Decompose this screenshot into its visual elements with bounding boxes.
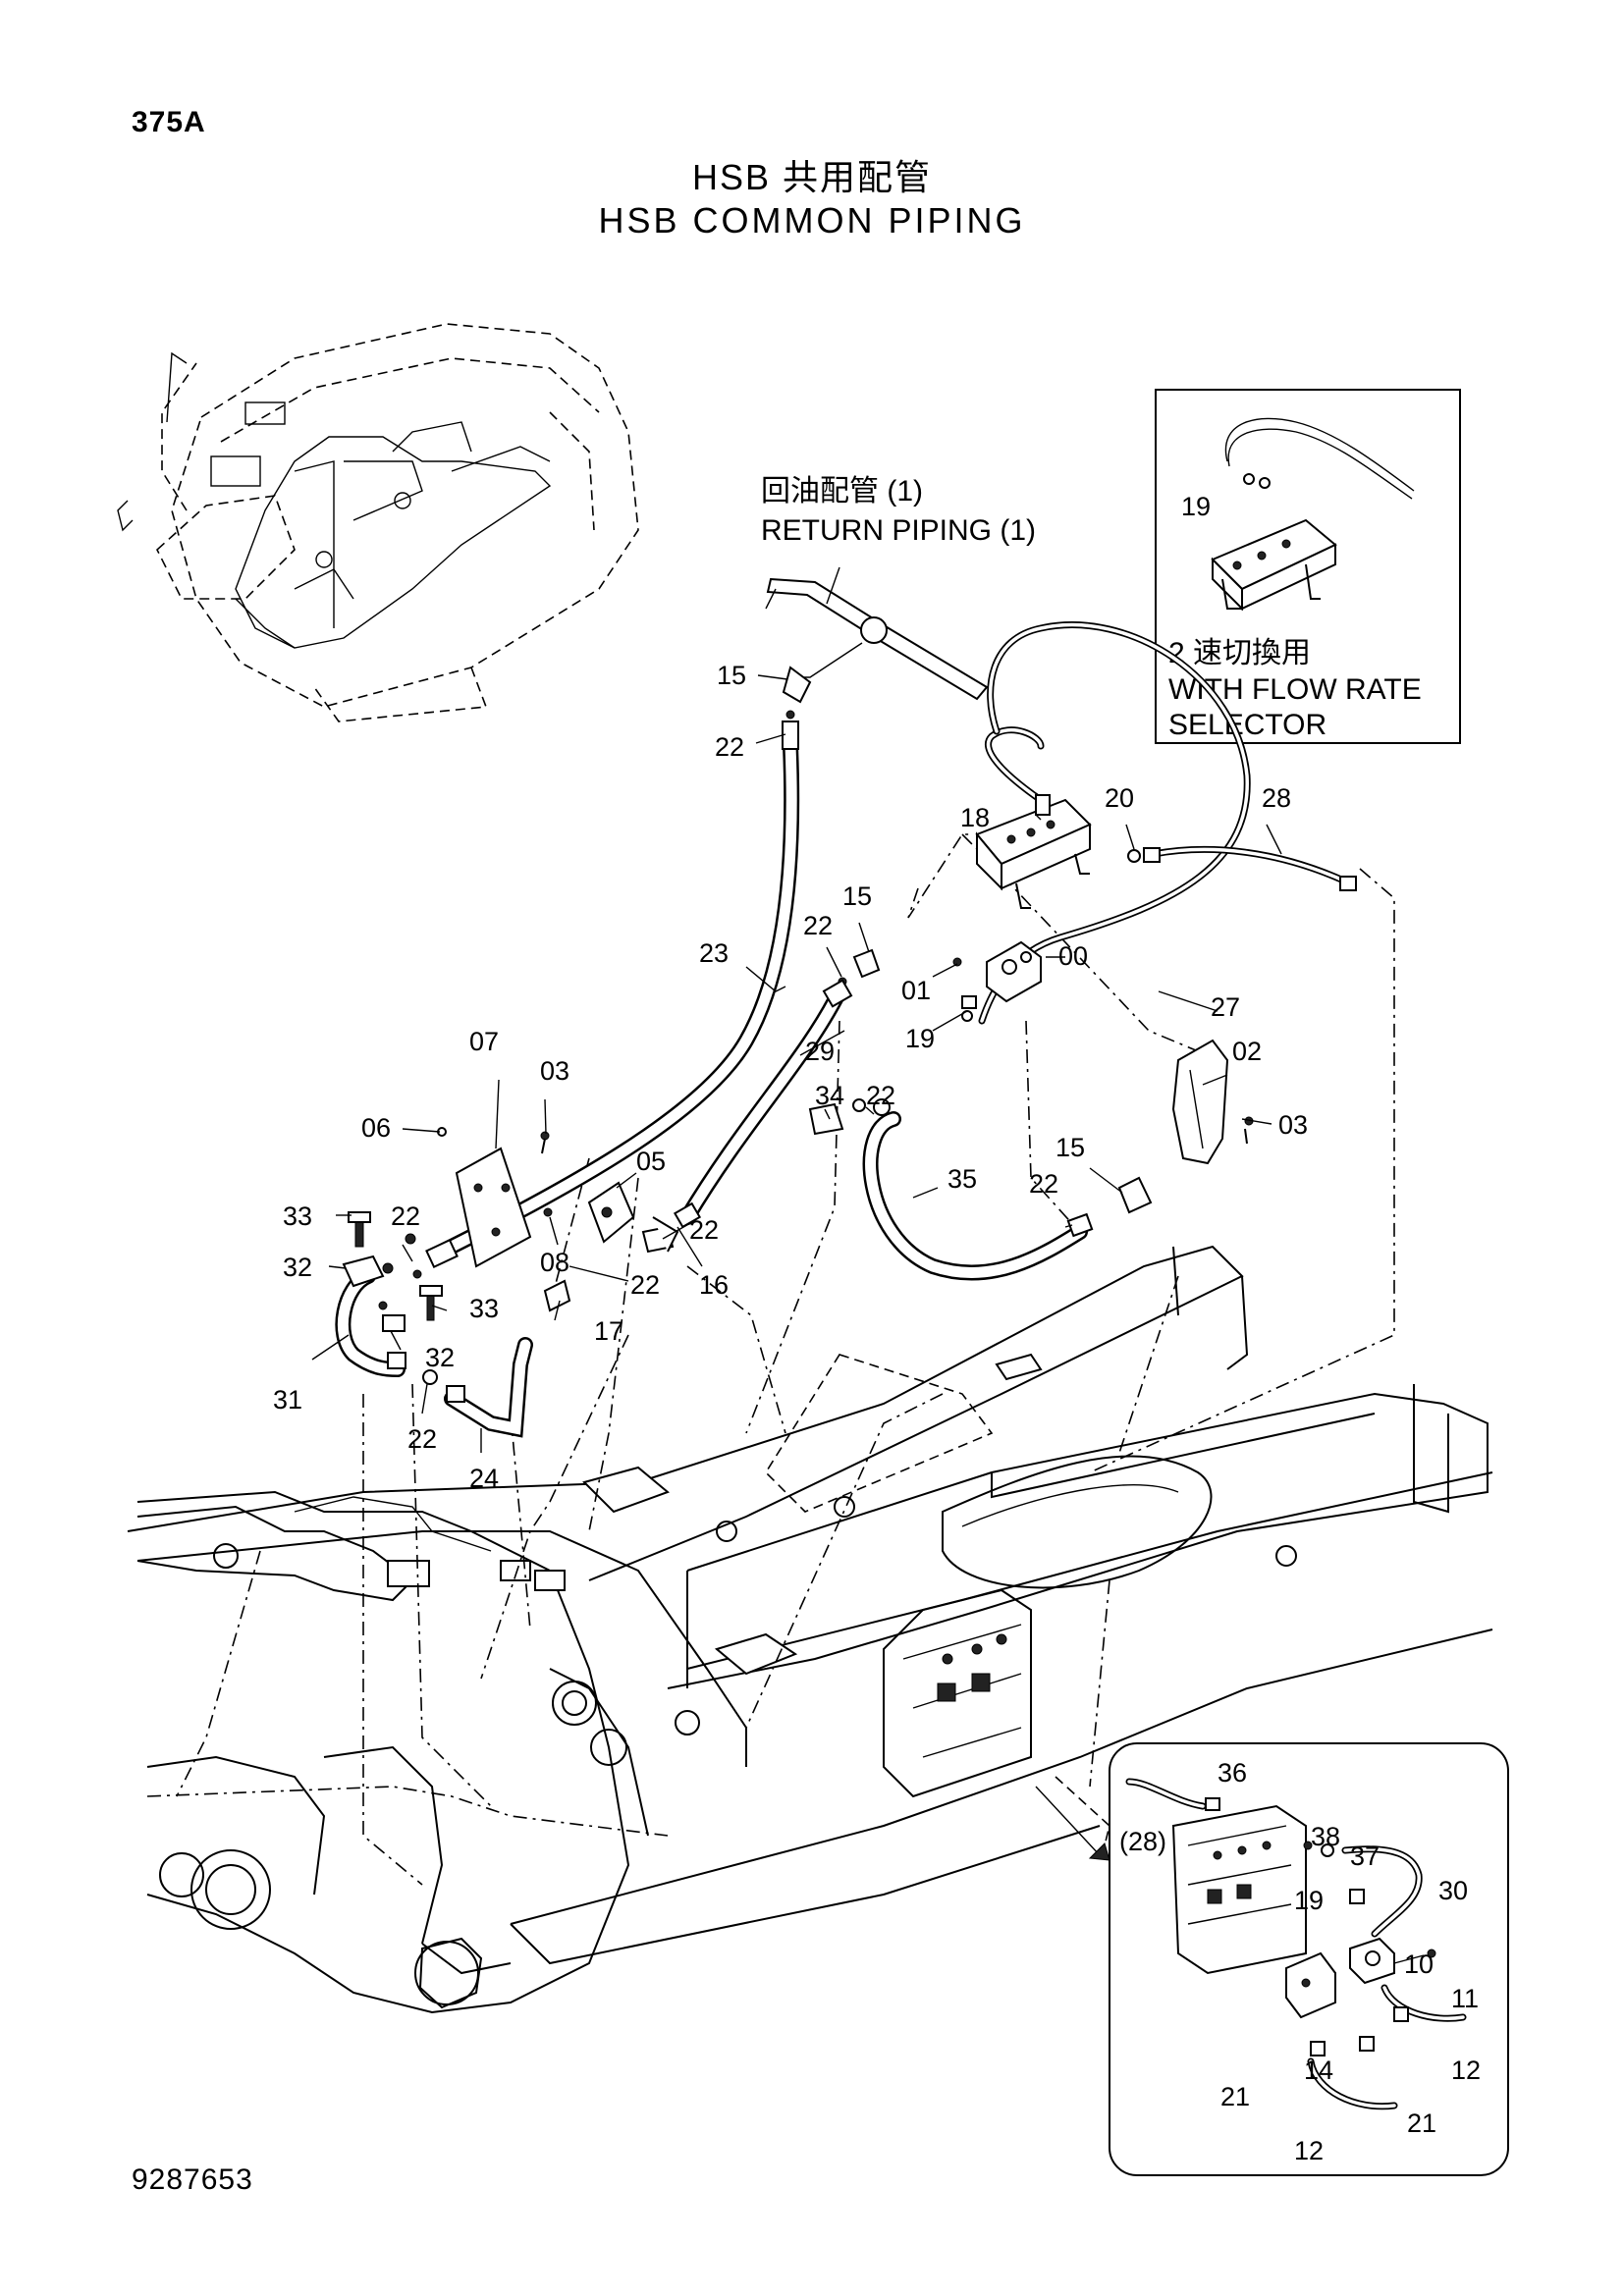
flow-rate-label-jp: 2 速切換用 bbox=[1168, 637, 1311, 669]
callout-05: 05 bbox=[636, 1147, 666, 1176]
callout-33-upper: 33 bbox=[283, 1201, 312, 1231]
callout-24: 24 bbox=[469, 1464, 499, 1493]
detail-callout-21-right: 21 bbox=[1407, 2109, 1436, 2138]
callout-03-right: 03 bbox=[1278, 1110, 1308, 1140]
detail-callout-11: 11 bbox=[1451, 1984, 1479, 2013]
callout-03-left: 03 bbox=[540, 1056, 569, 1086]
callout-20: 20 bbox=[1105, 783, 1134, 813]
pipe-24 bbox=[444, 1337, 533, 1438]
callout-18: 18 bbox=[960, 803, 990, 832]
detail-callout-21-left: 21 bbox=[1220, 2082, 1250, 2111]
callout-32-lower: 32 bbox=[425, 1343, 455, 1372]
callout-07: 07 bbox=[469, 1027, 499, 1056]
callout-34: 34 bbox=[815, 1081, 844, 1110]
pipe-31 bbox=[335, 1268, 406, 1377]
callout-32-upper: 32 bbox=[283, 1253, 312, 1282]
callout-33-lower: 33 bbox=[469, 1294, 499, 1323]
detail-callout-12-right: 12 bbox=[1451, 2056, 1481, 2085]
hose-23 bbox=[434, 738, 800, 1259]
callout-22-bottom: 22 bbox=[407, 1424, 437, 1454]
callout-08: 08 bbox=[540, 1248, 569, 1277]
callout-22-top: 22 bbox=[715, 732, 744, 762]
detail-callout-10: 10 bbox=[1404, 1949, 1434, 1979]
callout-22-17: 22 bbox=[630, 1270, 660, 1300]
callout-22-16: 22 bbox=[689, 1215, 719, 1245]
page-id: 375A bbox=[132, 106, 206, 138]
detail-callout-12-bottom: 12 bbox=[1294, 2136, 1324, 2165]
detail-callout-19: 19 bbox=[1294, 1886, 1324, 1915]
callout-15-lower: 15 bbox=[1056, 1133, 1085, 1162]
callout-28: 28 bbox=[1262, 783, 1291, 813]
callout-27: 27 bbox=[1211, 992, 1240, 1022]
swing-frame-drawing bbox=[127, 1245, 1493, 2014]
detail-callout-28-ref: (28) bbox=[1119, 1827, 1166, 1856]
callout-01: 01 bbox=[901, 976, 931, 1005]
callout-leaders bbox=[311, 674, 1282, 1453]
return-piping-label-en: RETURN PIPING (1) bbox=[761, 514, 1036, 547]
hose-27-28 bbox=[978, 621, 1354, 1025]
callout-22-mid: 22 bbox=[803, 911, 833, 940]
leader-lines bbox=[146, 833, 1395, 1886]
callout-17: 17 bbox=[594, 1316, 623, 1346]
callout-22-34: 22 bbox=[866, 1081, 895, 1110]
detail-callout-36: 36 bbox=[1218, 1758, 1247, 1788]
hose-35 bbox=[862, 1111, 1088, 1281]
detail-inset bbox=[1035, 1742, 1509, 2176]
return-piping-stub bbox=[765, 566, 989, 704]
component-fittings bbox=[342, 710, 1357, 1403]
document-number: 9287653 bbox=[132, 2163, 253, 2196]
detail-callout-37: 37 bbox=[1350, 1842, 1380, 1871]
detail-callout-14: 14 bbox=[1304, 2056, 1333, 2085]
callout-06: 06 bbox=[361, 1113, 391, 1143]
callout-29: 29 bbox=[805, 1037, 835, 1066]
callout-16: 16 bbox=[699, 1270, 729, 1300]
page-title-jp: HSB 共用配管 bbox=[691, 157, 933, 197]
callout-31: 31 bbox=[273, 1385, 302, 1415]
detail-callout-30: 30 bbox=[1438, 1876, 1468, 1905]
callout-23: 23 bbox=[699, 938, 729, 968]
callout-02: 02 bbox=[1232, 1037, 1262, 1066]
callout-00: 00 bbox=[1058, 941, 1088, 971]
callout-35: 35 bbox=[947, 1164, 977, 1194]
page-title-en: HSB COMMON PIPING bbox=[598, 200, 1026, 240]
hose-29 bbox=[679, 984, 847, 1225]
callout-22-lower: 22 bbox=[1029, 1169, 1058, 1199]
callout-15-mid: 15 bbox=[842, 881, 872, 911]
callout-19: 19 bbox=[905, 1024, 935, 1053]
callout-19: 19 bbox=[1181, 492, 1211, 521]
flow-rate-label-en-2: SELECTOR bbox=[1168, 709, 1326, 741]
return-piping-label-jp: 回油配管 (1) bbox=[761, 475, 923, 507]
machine-overview-drawing bbox=[117, 323, 639, 722]
callout-22-left: 22 bbox=[391, 1201, 420, 1231]
callout-15-top: 15 bbox=[717, 661, 746, 690]
detail-callout-38: 38 bbox=[1311, 1822, 1340, 1851]
